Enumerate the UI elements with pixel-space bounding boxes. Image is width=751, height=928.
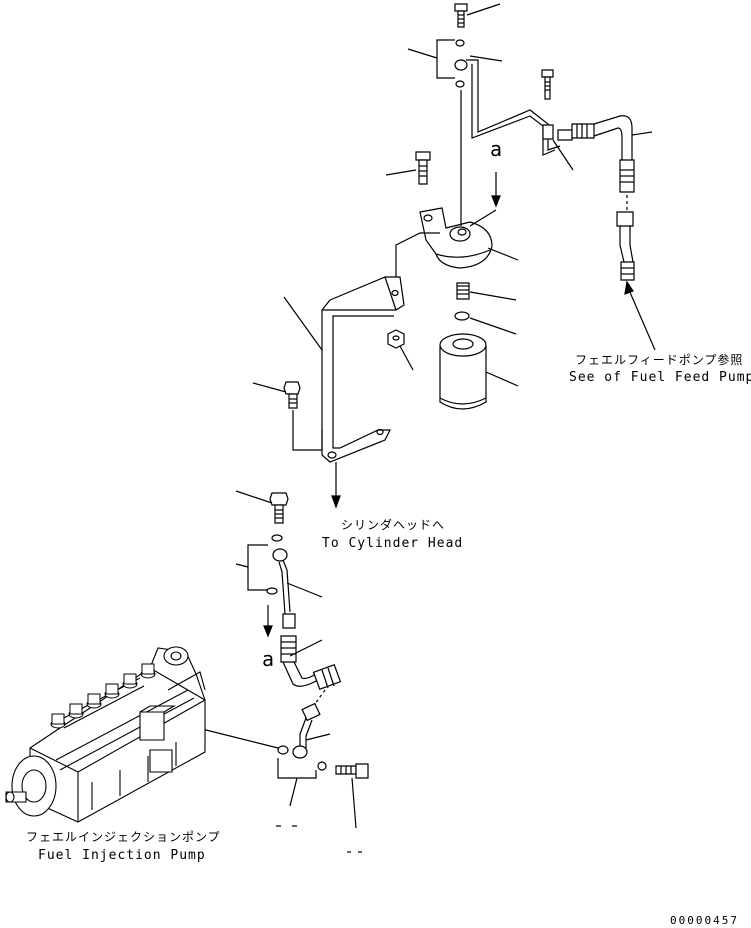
cylinder-head-label-jp: シリンダヘッドへ xyxy=(341,518,446,532)
clip-bolt xyxy=(542,70,553,99)
arrow-a-upper-head xyxy=(492,196,500,206)
leader-eye-pipe-inj xyxy=(306,734,330,740)
reference-mark-a-lower: a xyxy=(262,647,275,671)
arrow-feed-pump-head xyxy=(625,282,633,294)
o-ring xyxy=(455,312,469,320)
spring xyxy=(457,283,469,299)
group-bracket-lower xyxy=(248,545,268,590)
filter-head xyxy=(420,208,492,268)
leader-filter-head-bolt xyxy=(386,170,416,175)
leader-top-bolt xyxy=(467,4,500,15)
arrow-a-lower-head xyxy=(264,626,272,636)
leader-upper-group xyxy=(408,49,437,58)
washer-inj xyxy=(278,746,288,754)
bracket-bolt xyxy=(284,382,300,408)
leader-inj-group xyxy=(290,778,297,806)
fuel-pipe-upper xyxy=(466,60,560,155)
injection-pump-label-jp: フェエルインジェクションポンプ xyxy=(26,830,221,844)
top-bolt xyxy=(455,4,467,27)
filter-cartridge xyxy=(440,334,486,409)
leader-bracket xyxy=(284,297,322,350)
drawing-number: 00000457 xyxy=(670,914,739,927)
arrow-cyl-head-head xyxy=(332,496,340,507)
filter-head-bolt xyxy=(416,152,430,184)
feed-pipe-nut xyxy=(617,212,634,280)
washer-lower xyxy=(272,535,282,541)
pipe-clip xyxy=(543,125,553,139)
leader-inj-bolt xyxy=(352,778,356,828)
hose-fitting-lower xyxy=(620,160,634,192)
washer-upper-2 xyxy=(456,81,464,87)
fuel-hose-feed xyxy=(594,116,632,160)
leader-lower-bolt xyxy=(236,491,272,503)
lower-bolt xyxy=(270,493,288,523)
reference-mark-a-upper: a xyxy=(490,137,503,161)
leader-filter-head xyxy=(488,248,518,260)
group-bracket-upper xyxy=(437,40,455,78)
feed-pump-label-en: See of Fuel Feed Pump xyxy=(569,370,751,385)
leader-filter-cartridge xyxy=(486,372,518,386)
leader-lower-group xyxy=(236,564,248,567)
leader-eye-pipe-lower xyxy=(287,583,322,597)
cylinder-head-label-en: To Cylinder Head xyxy=(322,536,464,551)
leader-spring xyxy=(470,292,516,300)
inj-bolt xyxy=(336,764,368,778)
leader-pipe-clip xyxy=(553,140,573,170)
arrow-feed-pump-line xyxy=(629,290,655,350)
eye-joint-upper xyxy=(455,60,467,70)
leader-nut xyxy=(400,346,413,370)
injection-pump-label-en: Fuel Injection Pump xyxy=(38,848,206,863)
washer-lower-2 xyxy=(267,588,277,594)
leader-o-ring xyxy=(470,318,516,334)
leader-pump-washer xyxy=(198,728,278,748)
leader-fuel-hose xyxy=(632,132,652,135)
injection-pump-outlets xyxy=(51,664,155,728)
fuel-hose-lower xyxy=(281,636,340,689)
mounting-bracket xyxy=(322,277,404,462)
nut xyxy=(388,330,404,348)
leader-eye-joint xyxy=(470,56,502,61)
group-bracket-head xyxy=(396,233,440,282)
group-bracket-inj xyxy=(278,758,316,778)
hose-connector-upper xyxy=(558,124,594,140)
eye-pipe-lower xyxy=(273,549,295,628)
group-bracket-bolt xyxy=(293,410,322,450)
feed-pump-label-jp: フェエルフィードポンプ参照 xyxy=(575,353,744,367)
leader-filter-head-a xyxy=(470,210,496,226)
washer-upper xyxy=(456,40,464,46)
eye-pipe-inj xyxy=(293,704,320,758)
washer-inj-2 xyxy=(318,762,326,770)
leader-bracket-bolt xyxy=(253,383,286,392)
fuel-injection-pump xyxy=(6,647,205,822)
leader-fuel-hose-lower xyxy=(290,640,322,656)
